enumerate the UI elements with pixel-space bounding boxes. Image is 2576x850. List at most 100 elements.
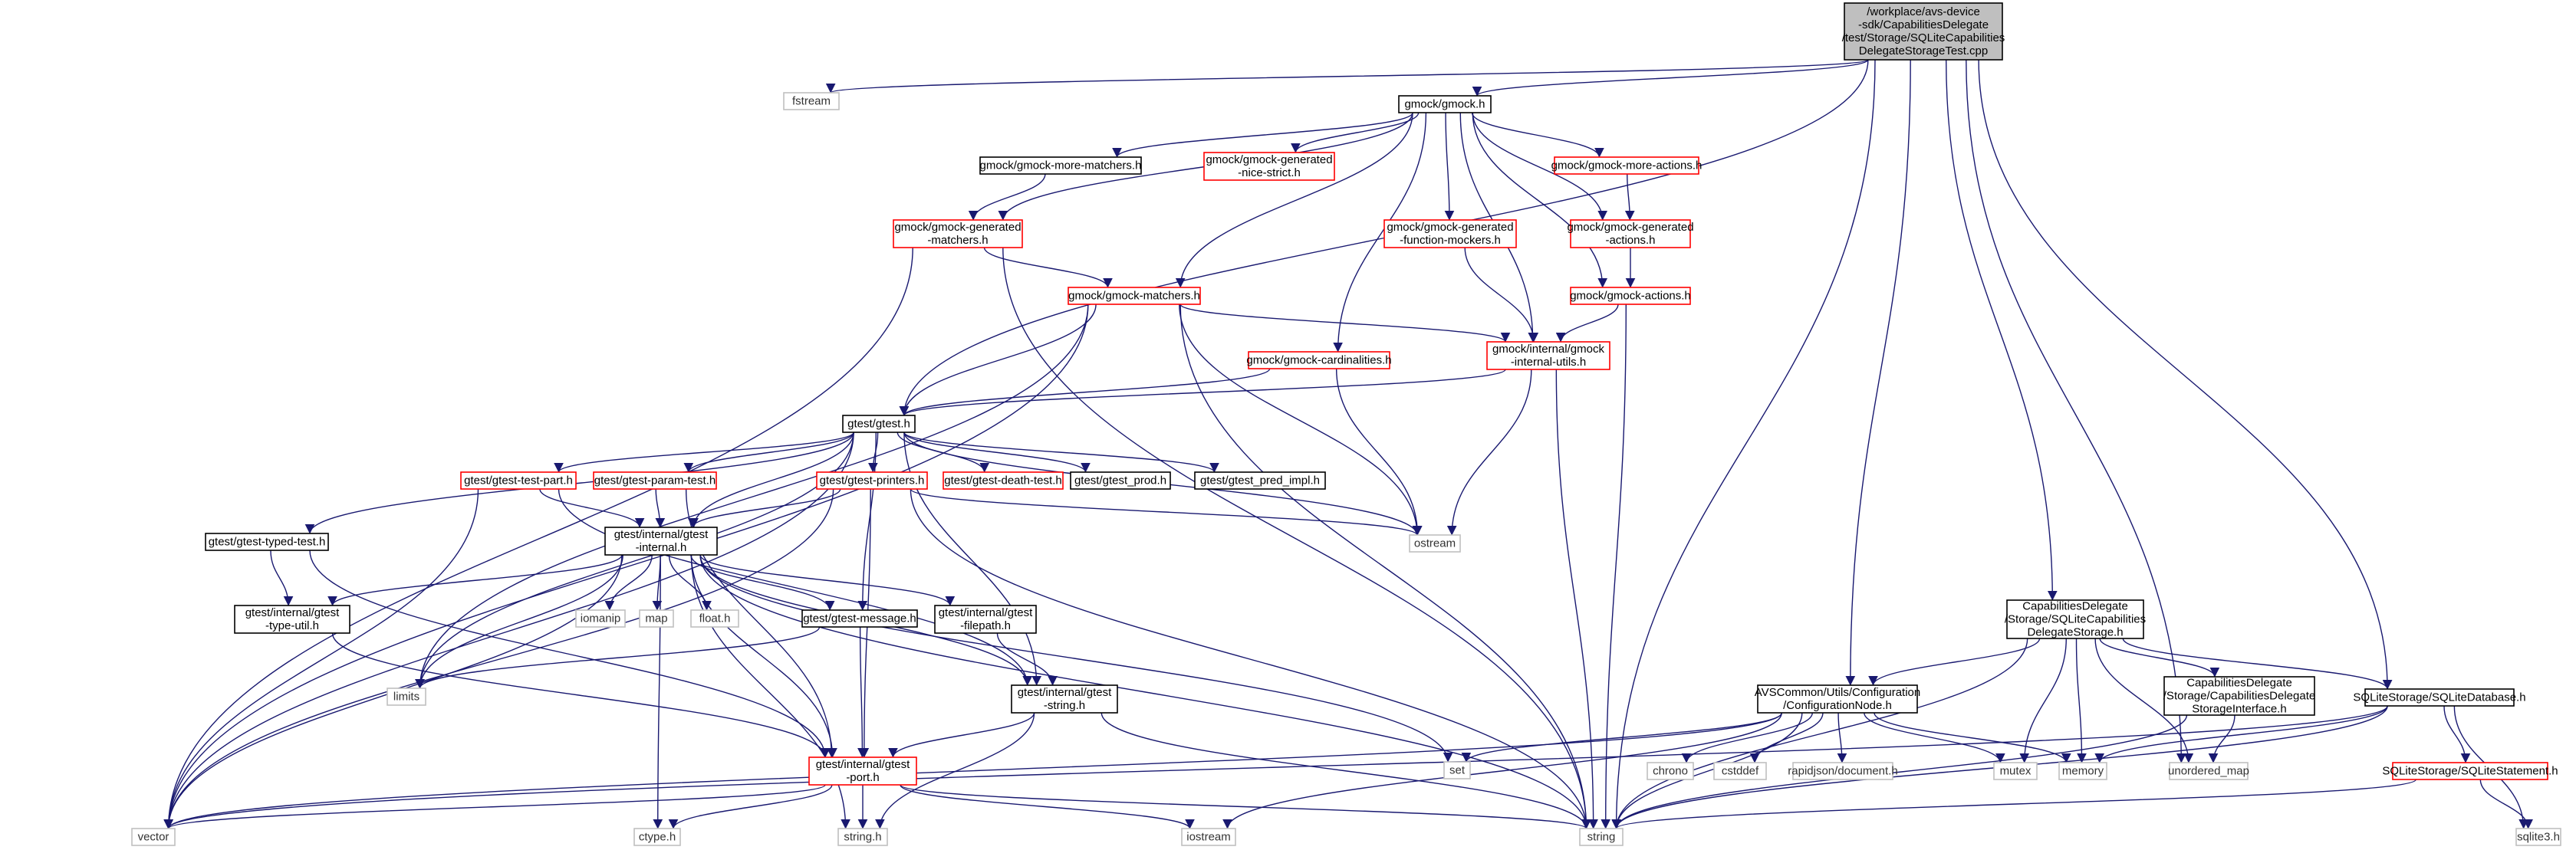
- node-ostream: ostream: [1409, 534, 1461, 553]
- node-gmock_gen_actions[interactable]: gmock/gmock-generated-actions.h: [1567, 219, 1694, 248]
- node-gmock_more_actions[interactable]: gmock/gmock-more-actions.h: [1551, 156, 1703, 175]
- edge-root-to-sqlite_database: [1978, 59, 2393, 690]
- edge-gtest_printers-to-ostream: [910, 488, 1422, 536]
- node-layer: /workplace/avs-device-sdk/CapabilitiesDe…: [131, 2, 2561, 846]
- node-cap_storage_iface[interactable]: CapabilitiesDelegate/Storage/Capabilitie…: [2163, 676, 2315, 716]
- node-sqlite3_h: sqlite3.h: [2515, 828, 2561, 846]
- node-ctype_h: ctype.h: [633, 828, 681, 846]
- node-label-line: ctype.h: [639, 831, 676, 844]
- node-label-line: gtest/gtest_pred_impl.h: [1200, 474, 1320, 487]
- node-gtest_internal[interactable]: gtest/internal/gtest-internal.h: [604, 527, 718, 556]
- node-gtest_string[interactable]: gtest/internal/gtest-string.h: [1011, 684, 1118, 714]
- edge-config_node-to-iostream: [1222, 712, 1782, 829]
- edge-sqlite_cap_storage-to-config_node: [1868, 638, 2041, 686]
- edge-gtest_string-to-string_h: [875, 712, 1035, 829]
- node-box: [131, 828, 176, 846]
- edge-gmock_actions-to-gmock_internal_utils: [1555, 304, 1619, 343]
- node-box: [1068, 287, 1201, 305]
- node-gtest_printers[interactable]: gtest/gtest-printers.h: [816, 471, 928, 490]
- node-gtest_prod[interactable]: gtest/gtest_prod.h: [1070, 471, 1171, 490]
- node-gmock_gen_nice_strict[interactable]: gmock/gmock-generated-nice-strict.h: [1203, 152, 1335, 181]
- node-label-line: rapidjson/document.h: [1788, 765, 1897, 778]
- edge-gtest_string-to-gtest_port: [888, 712, 1035, 758]
- node-gmock_more_matchers[interactable]: gmock/gmock-more-matchers.h: [979, 156, 1142, 175]
- edge-sqlite_cap_storage-to-memory: [2075, 638, 2087, 763]
- edge-gtest_typed_test-to-gtest_type_util: [270, 550, 294, 606]
- node-label-line: fstream: [792, 95, 831, 108]
- node-label-line: gtest/gtest-param-test.h: [594, 474, 716, 487]
- node-iomanip: iomanip: [575, 609, 626, 628]
- node-gmock_gen_matchers[interactable]: gmock/gmock-generated-matchers.h: [893, 219, 1023, 248]
- node-box: [1554, 156, 1699, 175]
- node-box: [1844, 2, 2003, 61]
- node-config_node[interactable]: AVSCommon/Utils/Configuration/Configurat…: [1755, 684, 1920, 714]
- node-gtest_test_part[interactable]: gtest/gtest-test-part.h: [460, 471, 577, 490]
- node-label-line: gmock/gmock-generated: [1387, 221, 1513, 234]
- edge-gtest_test_part-to-gtest_string: [558, 488, 1032, 686]
- node-gtest_pred_impl[interactable]: gtest/gtest_pred_impl.h: [1194, 471, 1326, 490]
- node-gtest_message[interactable]: gtest/gtest-message.h: [801, 609, 918, 628]
- node-gtest_param_test[interactable]: gtest/gtest-param-test.h: [593, 471, 717, 490]
- node-label-line: gtest/internal/gtest: [245, 606, 340, 619]
- node-gmock[interactable]: gmock/gmock.h: [1398, 95, 1492, 113]
- node-gmock_internal_utils[interactable]: gmock/internal/gmock-internal-utils.h: [1486, 341, 1610, 370]
- node-gmock_cardinalities[interactable]: gmock/gmock-cardinalities.h: [1246, 351, 1392, 369]
- node-label-line: gtest/gtest-death-test.h: [944, 474, 1061, 487]
- node-gtest[interactable]: gtest/gtest.h: [842, 415, 916, 433]
- node-gtest_filepath[interactable]: gtest/internal/gtest-filepath.h: [934, 605, 1037, 634]
- edge-layer: [163, 59, 2533, 829]
- node-box: [1792, 762, 1893, 780]
- node-label-line: StorageInterface.h: [2192, 703, 2286, 716]
- node-label-line: gmock/gmock-generated: [894, 221, 1021, 234]
- node-label-line: gtest/gtest-message.h: [803, 612, 916, 625]
- node-label-line: gmock/gmock-more-matchers.h: [980, 159, 1142, 172]
- edge-sqlite_database-to-sqlite_statement: [2443, 705, 2471, 763]
- node-label-line: CapabilitiesDelegate: [2186, 677, 2292, 690]
- node-root[interactable]: /workplace/avs-device-sdk/CapabilitiesDe…: [1842, 2, 2005, 61]
- node-box: [842, 415, 916, 433]
- node-label-line: -type-util.h: [265, 619, 319, 632]
- node-sqlite_database[interactable]: SQLiteStorage/SQLiteDatabase.h: [2353, 688, 2526, 707]
- node-box: [1757, 684, 1918, 714]
- node-label-line: gmock/gmock-cardinalities.h: [1246, 354, 1391, 367]
- node-box: [1194, 471, 1326, 490]
- node-gmock_actions[interactable]: gmock/gmock-actions.h: [1570, 287, 1691, 305]
- node-box: [2169, 762, 2249, 780]
- node-box: [604, 527, 718, 556]
- node-gtest_death_test[interactable]: gtest/gtest-death-test.h: [943, 471, 1064, 490]
- node-sqlite_statement[interactable]: SQLiteStorage/SQLiteStatement.h: [2382, 762, 2558, 780]
- node-box: [1248, 351, 1390, 369]
- node-map: map: [639, 609, 674, 628]
- node-box: [783, 92, 840, 110]
- edge-gtest_message-to-gtest_port: [857, 626, 867, 758]
- node-box: [633, 828, 681, 846]
- edge-root-to-string: [1611, 59, 1876, 829]
- node-box: [801, 609, 918, 628]
- node-float_h: float.h: [690, 609, 739, 628]
- node-box: [1409, 534, 1461, 553]
- node-box: [234, 605, 350, 634]
- edge-gtest_internal-to-limits: [415, 554, 623, 689]
- node-label-line: gtest/gtest-typed-test.h: [209, 536, 326, 549]
- node-label-line: gmock/gmock-generated: [1567, 221, 1693, 234]
- node-gmock_gen_func_mockers[interactable]: gmock/gmock-generated-function-mockers.h: [1383, 219, 1517, 248]
- node-gtest_typed_test[interactable]: gtest/gtest-typed-test.h: [205, 533, 329, 551]
- node-label-line: gtest/gtest-test-part.h: [464, 474, 573, 487]
- node-gtest_port[interactable]: gtest/internal/gtest-port.h: [808, 756, 917, 786]
- edge-gmock-to-gmock_cardinalities: [1333, 112, 1427, 353]
- node-box: [2515, 828, 2561, 846]
- edge-gmock_internal_utils-to-string: [1555, 369, 1598, 829]
- node-gmock_matchers[interactable]: gmock/gmock-matchers.h: [1068, 287, 1201, 305]
- edge-gmock_cardinalities-to-ostream: [1335, 368, 1423, 536]
- node-label-line: limits: [393, 691, 419, 704]
- edge-sqlite_cap_storage-to-cap_storage_iface: [2099, 638, 2220, 678]
- edge-gtest-to-limits: [415, 432, 854, 689]
- edge-gtest-to-gtest_internal: [689, 432, 854, 528]
- node-label-line: gmock/gmock-matchers.h: [1068, 290, 1200, 303]
- node-label-line: gtest/gtest_prod.h: [1074, 474, 1166, 487]
- node-sqlite_cap_storage[interactable]: CapabilitiesDelegate/Storage/SQLiteCapab…: [2005, 599, 2146, 639]
- edge-gtest_port-to-vector: [163, 784, 826, 829]
- edge-gtest-to-gtest_string: [903, 432, 1041, 686]
- node-box: [2392, 762, 2548, 780]
- node-gtest_type_util[interactable]: gtest/internal/gtest-type-util.h: [234, 605, 350, 634]
